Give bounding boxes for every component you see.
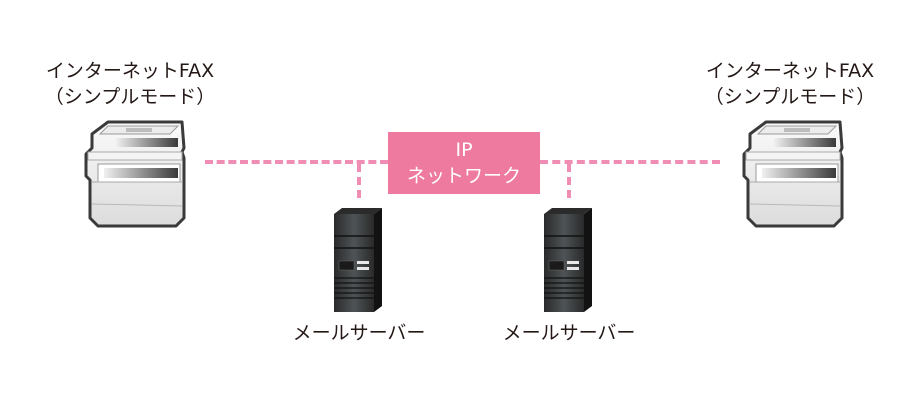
- ip-network-box: IP ネットワーク: [388, 132, 540, 194]
- right-fax-title: インターネットFAX: [705, 60, 875, 82]
- network-label-network: ネットワーク: [406, 165, 521, 187]
- server-tower-icon: [544, 208, 592, 312]
- left-network-line: [205, 160, 388, 164]
- left-server-connector: [357, 164, 361, 198]
- right-server-connector: [567, 164, 571, 198]
- left-fax-title: インターネットFAX: [45, 60, 215, 82]
- network-label-ip: IP: [455, 139, 473, 161]
- server-tower-icon: [334, 208, 382, 312]
- right-network-line: [540, 160, 720, 164]
- left-mail-server-label: メールサーバー: [292, 322, 426, 344]
- multifunction-printer-icon: [742, 120, 844, 228]
- right-fax-mode: （シンプルモード）: [704, 86, 876, 108]
- left-fax-mode: （シンプルモード）: [44, 86, 216, 108]
- left-fax-label: インターネットFAX （シンプルモード）: [20, 58, 240, 110]
- multifunction-printer-icon: [84, 120, 186, 228]
- right-mail-server-label: メールサーバー: [502, 322, 636, 344]
- right-fax-label: インターネットFAX （シンプルモード）: [680, 58, 900, 110]
